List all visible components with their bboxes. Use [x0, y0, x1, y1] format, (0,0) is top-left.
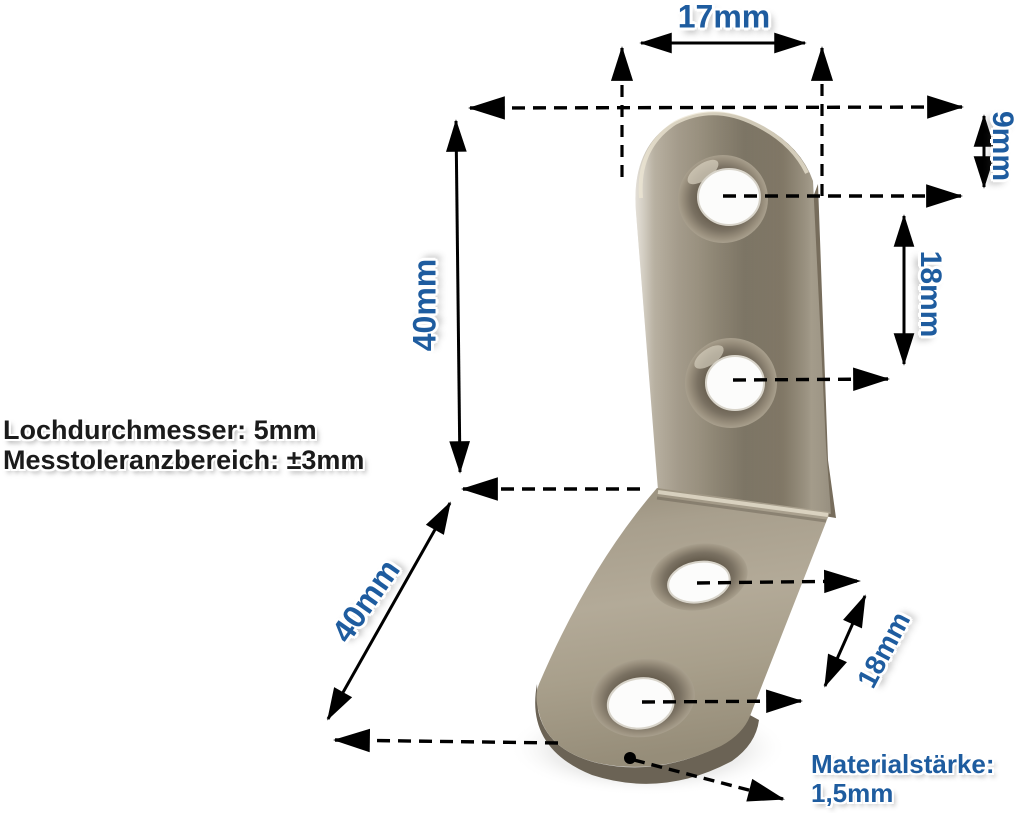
centerline-hole-4 — [641, 689, 803, 713]
bracket-edge-right — [812, 184, 836, 518]
dimension-annotations — [326, 32, 995, 802]
dim-line-40mm-diagonal — [326, 501, 452, 721]
note-material-value: 1,5mm — [811, 778, 894, 808]
centerline-hole-3 — [696, 569, 861, 594]
note-tolerance: Messtoleranzbereich: ±3mm — [3, 445, 365, 475]
leader-dot-material — [624, 752, 636, 764]
countersunk-hole-2 — [685, 338, 777, 428]
dim-label-17mm: 17mm — [677, 0, 771, 35]
note-material-thickness: Materialstärke: 1,5mm — [811, 750, 995, 808]
ext-line-top-edge — [468, 95, 964, 120]
dim-label-40mm-vertical: 40mm — [406, 258, 443, 352]
countersunk-hole-3 — [650, 543, 748, 611]
leader-line-material — [633, 758, 785, 802]
countersunk-hole-1 — [678, 155, 768, 243]
dim-label-9mm: 9mm — [986, 110, 1019, 182]
bracket-horizontal-leg — [536, 488, 830, 767]
countersunk-hole-4 — [591, 658, 695, 738]
centerline-hole-2 — [732, 367, 890, 391]
bracket-photo — [508, 111, 836, 796]
bracket-fold-highlight — [657, 490, 829, 517]
note-material-label: Materialstärke: — [811, 749, 995, 779]
dim-line-18mm-lower — [823, 594, 867, 688]
note-hole-diameter: Lochdurchmesser: 5mm — [3, 415, 317, 445]
note-hole-specs: Lochdurchmesser: 5mm Messtoleranzbereich… — [3, 415, 364, 475]
dim-label-18mm-upper: 18mm — [914, 250, 947, 338]
bracket-fold-shadow — [656, 496, 827, 523]
dim-line-40mm-vertical — [446, 119, 470, 474]
bracket-edge-bottom — [535, 684, 759, 784]
ext-line-bottom-end — [333, 728, 559, 753]
